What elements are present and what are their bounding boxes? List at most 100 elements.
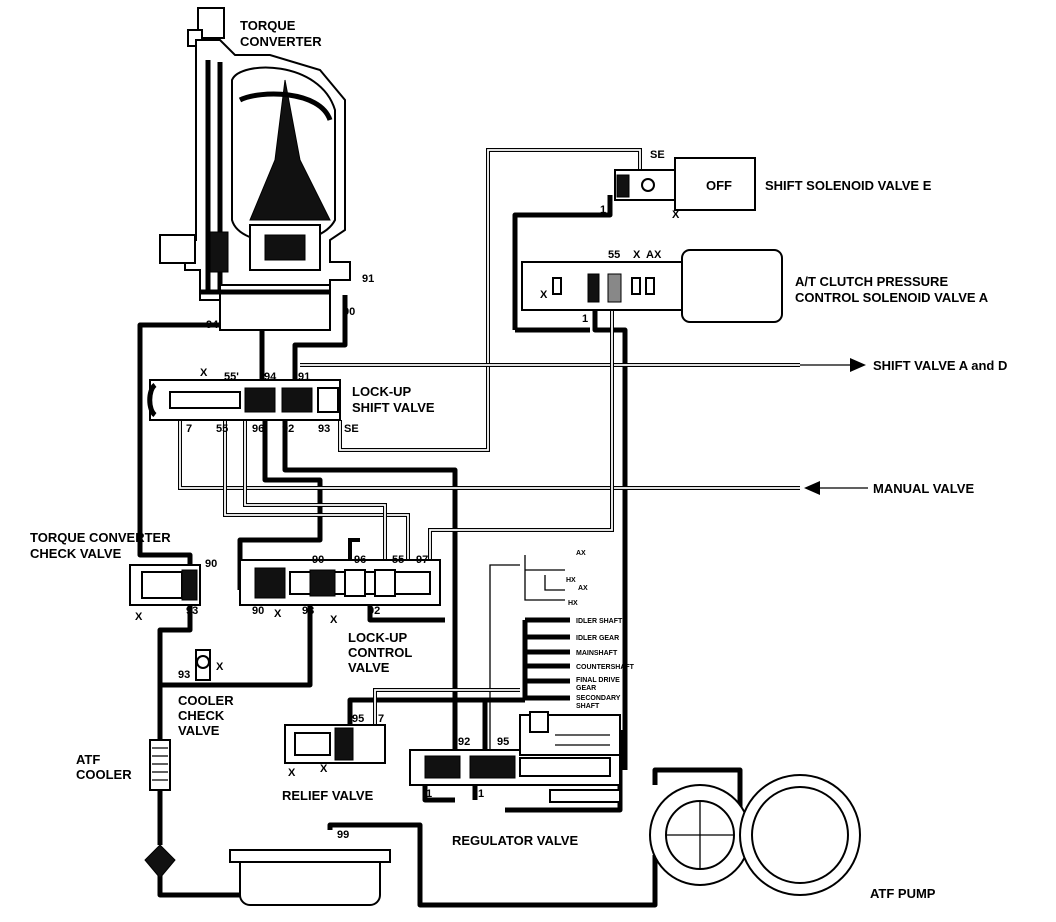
lube-final-drive-2: GEAR bbox=[576, 685, 596, 692]
port-93-ls: 93 bbox=[318, 423, 330, 435]
port-90-tc: 90 bbox=[343, 306, 355, 318]
label-cooler-check-1: COOLER bbox=[178, 693, 234, 708]
port-96-ls: 96 bbox=[252, 423, 264, 435]
label-atf-cooler-2: COOLER bbox=[76, 767, 132, 782]
label-atf-pump: ATF PUMP bbox=[870, 886, 936, 901]
label-atc-solenoid-1: A/T CLUTCH PRESSURE bbox=[795, 274, 948, 289]
label-regulator-valve: REGULATOR VALVE bbox=[452, 833, 578, 848]
label-cooler-check-3: VALVE bbox=[178, 723, 220, 738]
port-1-atc: 1 bbox=[582, 313, 588, 325]
label-lockup-control-3: VALVE bbox=[348, 660, 390, 675]
label-torque-converter-2: CONVERTER bbox=[240, 34, 322, 49]
lube-secondary-2: SHAFT bbox=[576, 703, 600, 710]
port-x-ls: X bbox=[200, 367, 208, 379]
port-1-solenoid: 1 bbox=[600, 204, 606, 216]
port-91-tc: 91 bbox=[362, 273, 374, 285]
port-95-reg: 95 bbox=[497, 736, 509, 748]
port-x-tcc: X bbox=[135, 611, 143, 623]
lube-countershaft: COUNTERSHAFT bbox=[576, 664, 635, 671]
relief-valve bbox=[284, 724, 386, 764]
port-1-reg2: 1 bbox=[478, 788, 484, 800]
lube-ax-1: AX bbox=[576, 550, 586, 557]
label-lockup-shift-1: LOCK-UP bbox=[352, 384, 412, 399]
label-tc-check-1: TORQUE CONVERTER bbox=[30, 530, 171, 545]
label-atc-solenoid-2: CONTROL SOLENOID VALVE A bbox=[795, 290, 989, 305]
port-93-tcc: 93 bbox=[186, 605, 198, 617]
regulator-valve bbox=[409, 711, 621, 803]
port-94-tc: 94 bbox=[206, 319, 219, 331]
port-92-ls: 92 bbox=[282, 423, 294, 435]
solenoid-state-off: OFF bbox=[706, 178, 732, 193]
port-90-lc: 90 bbox=[252, 605, 264, 617]
lube-secondary-1: SECONDARY bbox=[576, 695, 621, 702]
lubrication-labels: AX HX AX HX IDLER SHAFT IDLER GEAR MAINS… bbox=[566, 550, 635, 710]
label-shift-valve-ad: SHIFT VALVE A and D bbox=[873, 358, 1007, 373]
label-shift-solenoid: SHIFT SOLENOID VALVE E bbox=[765, 178, 932, 193]
label-manual-valve: MANUAL VALVE bbox=[873, 481, 974, 496]
arrow-from-manual-valve bbox=[804, 481, 868, 495]
lock-up-control-valve bbox=[239, 559, 441, 606]
port-92-reg: 92 bbox=[458, 736, 470, 748]
atf-pump bbox=[649, 774, 861, 896]
port-95-rv: 95 bbox=[352, 713, 364, 725]
atf-filter bbox=[144, 844, 176, 879]
label-torque-converter-1: TORQUE bbox=[240, 18, 296, 33]
component-labels: TORQUE CONVERTER OFF SHIFT SOLENOID VALV… bbox=[30, 18, 1007, 901]
label-atf-cooler-1: ATF bbox=[76, 752, 100, 767]
label-lockup-control-1: LOCK-UP bbox=[348, 630, 408, 645]
port-7-ls: 7 bbox=[186, 423, 192, 435]
port-96-lc: 96 bbox=[354, 554, 366, 566]
port-55-atc: 55 bbox=[608, 249, 620, 261]
lube-idler-shaft: IDLER SHAFT bbox=[576, 618, 623, 625]
hydraulic-lines-thin bbox=[178, 148, 800, 760]
port-x-cc: X bbox=[216, 661, 224, 673]
port-x-atc-left: X bbox=[540, 289, 548, 301]
torque-converter bbox=[159, 7, 351, 331]
lock-up-shift-valve bbox=[147, 379, 341, 421]
port-94-ls: 94 bbox=[264, 371, 277, 383]
port-x-solenoid: X bbox=[672, 209, 680, 221]
label-lockup-shift-2: SHIFT VALVE bbox=[352, 400, 435, 415]
port-se-top: SE bbox=[650, 149, 665, 161]
torque-converter-check-valve bbox=[129, 564, 201, 606]
port-92-lc: 92 bbox=[368, 605, 380, 617]
arrow-to-shift-valve bbox=[800, 358, 866, 372]
lube-mainshaft: MAINSHAFT bbox=[576, 650, 618, 657]
label-tc-check-2: CHECK VALVE bbox=[30, 546, 122, 561]
port-97-lc: 97 bbox=[416, 554, 428, 566]
port-x-rv2: X bbox=[320, 763, 328, 775]
label-relief-valve: RELIEF VALVE bbox=[282, 788, 374, 803]
atf-cooler bbox=[149, 739, 171, 791]
port-93-cc: 93 bbox=[178, 669, 190, 681]
port-x-lc1: X bbox=[274, 608, 282, 620]
port-x-rv1: X bbox=[288, 767, 296, 779]
port-55-ls: 55 bbox=[216, 423, 228, 435]
lube-hx-2: HX bbox=[568, 600, 578, 607]
hydraulic-lines-thick bbox=[137, 195, 743, 908]
atf-sump bbox=[229, 849, 391, 906]
port-90-lc-top: 90 bbox=[312, 554, 324, 566]
port-labels: SE 1 X 55 X AX X 1 91 90 94 X 55' 94 91 … bbox=[135, 149, 680, 841]
lube-idler-gear: IDLER GEAR bbox=[576, 635, 619, 642]
port-55p-ls: 55' bbox=[224, 371, 239, 383]
port-se-ls: SE bbox=[344, 423, 359, 435]
atc-pressure-solenoid-a bbox=[521, 249, 783, 323]
lube-hx-1: HX bbox=[566, 577, 576, 584]
port-91-ls: 91 bbox=[298, 371, 310, 383]
port-90-tcc: 90 bbox=[205, 558, 217, 570]
lube-final-drive-1: FINAL DRIVE bbox=[576, 677, 620, 684]
label-cooler-check-2: CHECK bbox=[178, 708, 225, 723]
port-99: 99 bbox=[337, 829, 349, 841]
port-x-atc: X bbox=[633, 249, 641, 261]
cooler-check-valve bbox=[195, 649, 211, 681]
port-ax-atc: AX bbox=[646, 249, 662, 261]
port-7-rv: 7 bbox=[378, 713, 384, 725]
label-lockup-control-2: CONTROL bbox=[348, 645, 412, 660]
lube-ax-2: AX bbox=[578, 585, 588, 592]
port-93-lc: 93 bbox=[302, 605, 314, 617]
shift-solenoid-valve-e bbox=[614, 157, 756, 211]
port-x-lc2: X bbox=[330, 614, 338, 626]
port-1-reg1: 1 bbox=[426, 788, 432, 800]
port-55-lc: 55 bbox=[392, 554, 404, 566]
